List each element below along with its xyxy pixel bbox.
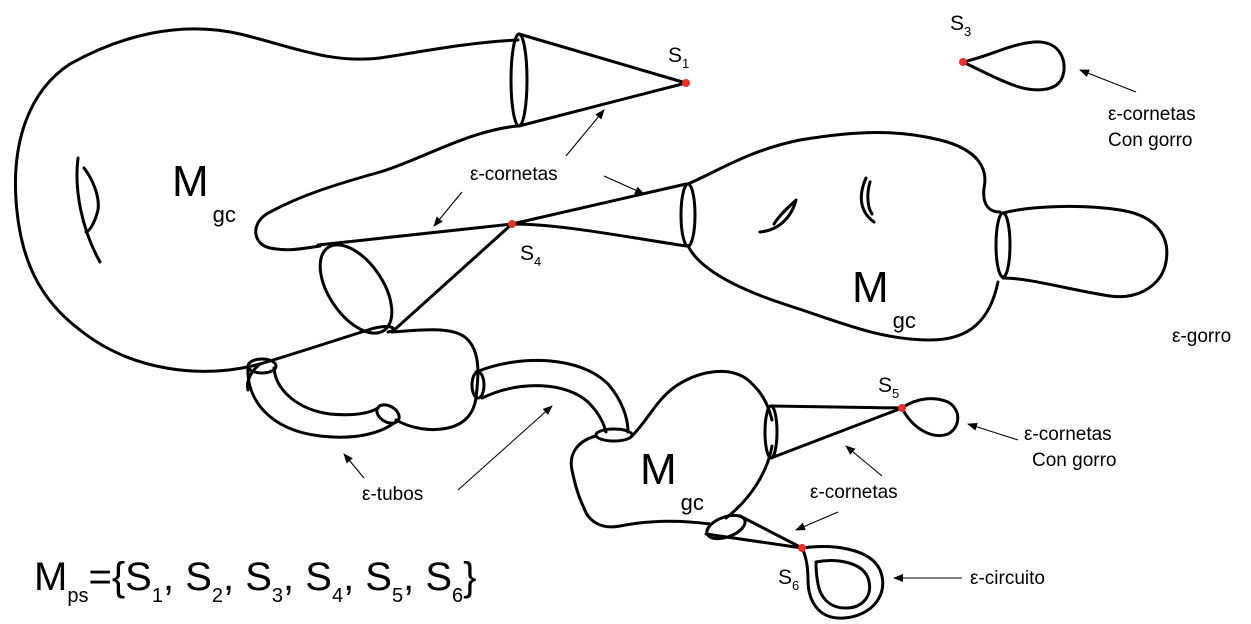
formula-mps: Mps={S1, S2, S3, S4, S5, S6} <box>34 555 477 607</box>
tube-mid-end-b <box>596 429 632 441</box>
tube-mid-inner <box>482 386 606 432</box>
label-cornetas-gorro-right-1: ε-cornetas <box>1024 424 1112 445</box>
label-cornetas-gorro-right-2: Con gorro <box>1032 450 1117 471</box>
middle-component-outline <box>688 133 1000 341</box>
label-tubos: ε-tubos <box>362 484 423 505</box>
middle-cap-outline <box>1003 206 1167 296</box>
middle-handle-cut-b <box>861 178 874 222</box>
arrow-cornetas-bottom-down <box>796 512 838 530</box>
label-s4: S4 <box>520 242 541 269</box>
label-s1: S1 <box>668 44 689 71</box>
label-cornetas-gorro-top-2: Con gorro <box>1108 130 1193 151</box>
left-neck-lower <box>392 330 478 430</box>
label-cornetas-top: ε-cornetas <box>470 164 558 185</box>
cone-s5-edges <box>771 406 902 458</box>
label-cornetas-gorro-top-1: ε-cornetas <box>1108 104 1196 125</box>
arrow-cornetas-to-s4-right <box>604 176 644 194</box>
left-component-inner-edge <box>256 126 518 250</box>
point-s4 <box>508 220 516 228</box>
cone-s4-left-edges <box>318 224 512 332</box>
label-circuito: ε-circuito <box>970 568 1045 589</box>
label-s3: S3 <box>950 12 971 39</box>
tube-left-outer <box>248 366 398 437</box>
cap-cornet-top <box>963 42 1064 90</box>
arrow-cornetas-to-s1 <box>566 110 604 156</box>
left-handle-cut <box>77 158 100 262</box>
manifold-label-middle: Mgc <box>852 263 916 333</box>
left-component-outline <box>15 29 518 371</box>
label-s5: S5 <box>878 374 899 401</box>
point-s3 <box>959 58 967 66</box>
arrow-tubos-left <box>344 454 364 478</box>
arrow-gorro-top <box>1080 70 1136 92</box>
label-cornetas-bottom: ε-cornetas <box>810 482 898 503</box>
cone-s6-edges <box>706 516 802 548</box>
circuit-inner <box>816 561 870 608</box>
arrow-gorro-right <box>968 424 1018 440</box>
cone-s4-right-edges <box>512 184 686 246</box>
middle-neck-ring <box>996 213 1010 277</box>
tube-left-inner <box>274 368 378 415</box>
middle-handle-cut-a <box>760 200 796 232</box>
point-s6 <box>798 544 806 552</box>
arrow-tubos-mid <box>458 406 552 490</box>
label-s6: S6 <box>778 566 799 593</box>
arrow-cornetas-bottom-up <box>846 446 882 476</box>
tube-mid-outer <box>476 360 628 432</box>
manifold-label-lower: Mgc <box>640 445 704 515</box>
cone-s1-base <box>511 34 527 126</box>
manifold-label-left: Mgc <box>172 157 236 227</box>
point-s5 <box>898 404 906 412</box>
label-gorro: ε-gorro <box>1172 326 1231 347</box>
tube-left-end-b <box>374 401 403 427</box>
point-s1 <box>682 79 690 87</box>
cone-s4-right-base <box>681 184 695 246</box>
cap-s5 <box>902 399 958 436</box>
arrow-cornetas-to-s4-left <box>434 192 462 226</box>
